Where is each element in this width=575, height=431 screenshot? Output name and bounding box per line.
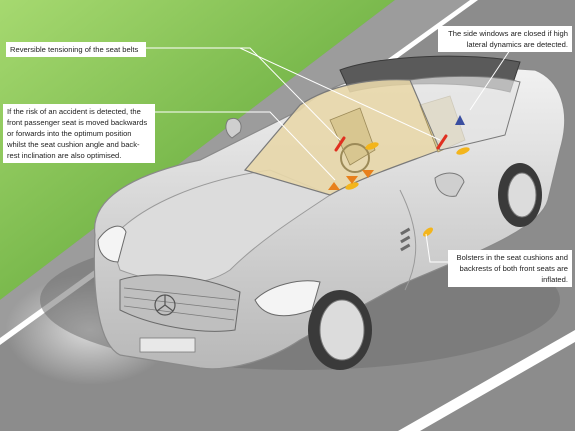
left-headlight bbox=[97, 225, 127, 263]
leader-lines bbox=[146, 47, 511, 263]
callout-passenger-seat: If the risk of an accident is detected, … bbox=[3, 104, 155, 163]
lane-line-right bbox=[398, 330, 575, 431]
steering-wheel bbox=[340, 143, 370, 173]
rear-wheel bbox=[498, 163, 542, 227]
license-plate bbox=[139, 337, 196, 353]
side-window bbox=[409, 75, 521, 151]
callout-side-windows: The side windows are closed if high late… bbox=[438, 26, 572, 52]
front-wheel bbox=[308, 290, 372, 370]
bolster-markers bbox=[345, 142, 470, 237]
left-mirror bbox=[225, 117, 242, 139]
grille-bars bbox=[123, 287, 237, 321]
brand-star-icon bbox=[154, 294, 176, 316]
seat-motion-arrows bbox=[328, 170, 374, 190]
callout-seat-belts: Reversible tensioning of the seat belts bbox=[6, 42, 146, 57]
door-line bbox=[399, 189, 417, 291]
callout-bolsters: Bolsters in the seat cushions and backre… bbox=[448, 250, 572, 287]
fender-vents bbox=[400, 227, 411, 252]
right-headlight bbox=[254, 280, 321, 317]
belt-tension-markers bbox=[334, 134, 448, 152]
window-close-arrow bbox=[455, 115, 465, 125]
right-mirror bbox=[434, 172, 465, 197]
